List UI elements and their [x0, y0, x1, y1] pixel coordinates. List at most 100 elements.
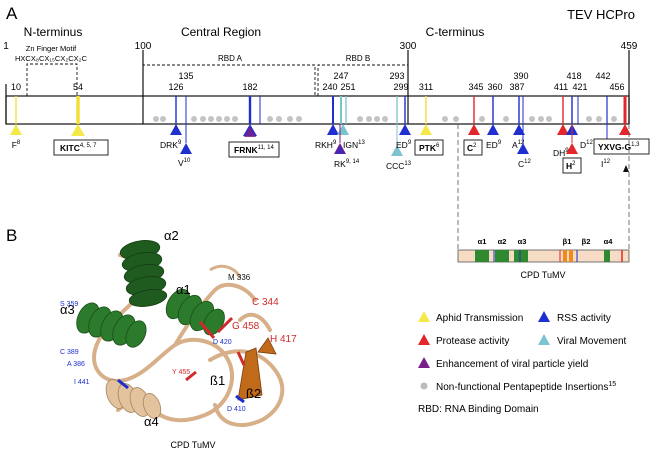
residue-g458: G 458: [232, 321, 260, 332]
label-alpha2: α2: [164, 228, 179, 243]
helix-alpha1: [165, 288, 225, 336]
helix-alpha2: [119, 240, 168, 307]
insertion-dot: [357, 116, 363, 122]
region-n-terminus: N-terminus: [24, 25, 83, 39]
insertion-dot: [366, 116, 372, 122]
cpd-strand-block: [569, 250, 573, 262]
viral-movement-marker: [391, 145, 403, 156]
zinc-finger-motif: HXCX₈CX₁₅CX₂CX₂C: [15, 54, 88, 63]
pos-390: 390: [513, 71, 528, 81]
motif-box: [228, 141, 280, 158]
motif-box: [53, 139, 109, 156]
motif-label: I12: [601, 159, 611, 169]
residue-d410: D 410: [227, 406, 246, 413]
legend-triangle-protease: [418, 334, 430, 345]
insertion-dot: [546, 116, 552, 122]
insertion-dot: [191, 116, 197, 122]
insertion-dot: [586, 116, 592, 122]
insertion-dot: [529, 116, 535, 122]
insertion-dot: [160, 116, 166, 122]
pos-345: 345: [468, 82, 483, 92]
panel-b-label: B: [6, 226, 17, 245]
motif-label: DH9: [553, 148, 569, 158]
residue-s359: S 359: [60, 301, 78, 308]
pos-311: 311: [419, 82, 433, 92]
residue-highlight: [235, 394, 245, 404]
pos-456: 456: [609, 82, 624, 92]
rss-activity-marker: [513, 124, 525, 135]
helix-alpha4: [105, 379, 162, 419]
motif-label: RK9, 14: [334, 159, 360, 169]
pos-387: 387: [509, 82, 524, 92]
insertion-dot: [232, 116, 238, 122]
label-beta2: ß2: [246, 386, 261, 401]
motif-label-c: C2: [467, 143, 477, 153]
legend-insertion: Non-functional Pentapeptide Insertions15: [436, 381, 616, 393]
figure-title: TEV HCPro: [567, 7, 635, 22]
motif-label-kitc: KITC4, 5, 7: [60, 143, 97, 153]
pos-54: 54: [73, 82, 83, 92]
legend-footnote: RBD: RNA Binding Domain: [418, 404, 539, 415]
motif-label: ED9: [396, 140, 412, 150]
motif-box: [463, 139, 483, 156]
motif-label: CCC13: [386, 161, 412, 171]
cpd-helix-block: [495, 250, 509, 262]
aphid-transmission-marker: [10, 124, 22, 135]
cpd-schematic: α1 α2 α3 β1 β2 α4 CPD TuMV: [457, 237, 630, 280]
zinc-finger-bracket: [26, 63, 78, 96]
legend-movement: Viral Movement: [557, 336, 627, 347]
particle-yield-marker: [244, 126, 256, 137]
arrow-icon: [623, 165, 629, 172]
residue-highlight: [198, 321, 216, 339]
insertion-dot: [503, 116, 509, 122]
cpd-helix-block: [475, 250, 489, 262]
panel-a-label: A: [6, 4, 18, 23]
pos-299: 299: [393, 82, 408, 92]
pos-240: 240: [322, 82, 337, 92]
residue-highlight: [185, 370, 197, 382]
rss-activity-marker: [180, 143, 192, 154]
rss-activity-marker: [170, 124, 182, 135]
pos-360: 360: [487, 82, 502, 92]
cpd-beta1: β1: [563, 237, 572, 246]
position-ticks: [15, 96, 627, 124]
cpd-alpha2: α2: [498, 237, 507, 246]
pos-135: 135: [178, 71, 193, 81]
motif-label: C12: [518, 159, 531, 169]
insertion-dot: [200, 116, 206, 122]
residue-d420: D 420: [213, 339, 232, 346]
residue-c389: C 389: [60, 349, 79, 356]
protease-activity-marker: [619, 124, 631, 135]
pos-421: 421: [572, 82, 587, 92]
coil-loop: [209, 264, 242, 279]
legend-triangle-rss: [538, 311, 550, 322]
insertion-dot: [374, 116, 380, 122]
insertion-dot: [267, 116, 273, 122]
pos-126: 126: [168, 82, 183, 92]
insertion-dot: [216, 116, 222, 122]
legend-triangle-movement: [538, 334, 550, 345]
insertion-dot: [479, 116, 485, 122]
rbd-a-label: RBD A: [218, 54, 243, 63]
insertion-dot: [596, 116, 602, 122]
panel-b-caption: CPD TuMV: [170, 440, 215, 450]
legend-triangle-aphid: [418, 311, 430, 322]
motif-box: [562, 157, 582, 174]
insertion-dot: [208, 116, 214, 122]
legend-aphid: Aphid Transmission: [436, 313, 523, 324]
boundary-label-459: 459: [621, 41, 638, 52]
motif-label-yxvg: YXVG-G1,3: [598, 142, 640, 152]
pos-251: 251: [340, 82, 355, 92]
boundary-label-100: 100: [135, 41, 152, 52]
position-labels: 10 54 126 135 182 240 247 251 293 299 31…: [11, 71, 625, 92]
viral-movement-marker: [337, 124, 349, 135]
insertion-dot: [538, 116, 544, 122]
motif-label: IGN13: [343, 140, 365, 150]
beta-strand-2: [257, 337, 277, 355]
label-alpha3: α3: [60, 302, 75, 317]
boundary-label-1: 1: [3, 41, 9, 52]
rss-activity-marker: [335, 145, 345, 154]
residue-highlight: [216, 316, 234, 334]
motif-labels: F8 KITC4, 5, 7 DRK9 V10 FRNK11, 14 RKH9 …: [12, 138, 650, 174]
